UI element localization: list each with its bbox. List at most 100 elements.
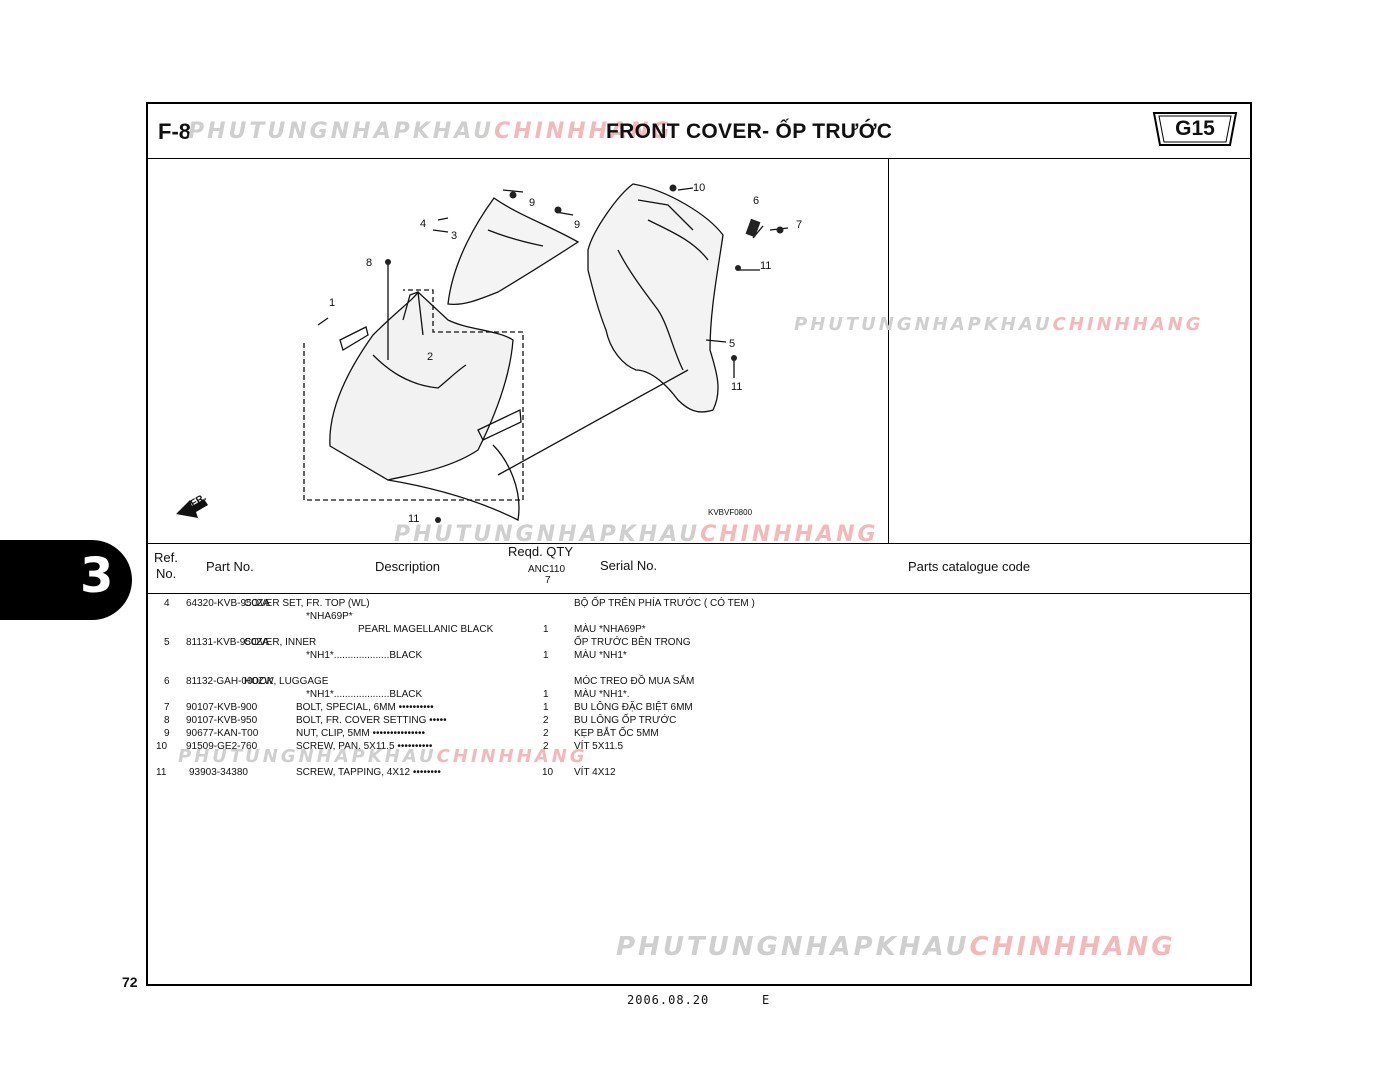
table-row[interactable]: 9 90677-KAN-T00 NUT, CLIP, 5MM •••••••••••… <box>148 728 1248 741</box>
col-description: Description <box>375 559 441 574</box>
part-number-cell: 90107-KVB-900 <box>186 702 258 713</box>
table-row[interactable]: PEARL MAGELLANIC BLACK 1 MÀU *NHA69P* <box>148 624 1248 637</box>
description-cell: SCREW, TAPPING, 4X12 •••••••• <box>296 767 441 778</box>
col-ref: Ref. <box>154 550 178 565</box>
col-no: No. <box>156 566 177 581</box>
callout-1: 1 <box>329 297 335 309</box>
callout-10: 10 <box>693 182 705 194</box>
description-cell: *NH1*....................BLACK <box>306 650 423 661</box>
description-cell: BOLT, SPECIAL, 6MM •••••••••• <box>296 702 434 713</box>
callout-5: 5 <box>729 338 735 350</box>
part-number-cell: 81131-KVB-950ZA <box>186 637 270 648</box>
part-number-cell: 90107-KVB-950 <box>186 715 258 726</box>
description-cell: HOOK, LUGGAGE <box>244 676 329 687</box>
vietnamese-name-cell: MÀU *NH1* <box>574 650 627 661</box>
edition-code: E <box>762 993 770 1007</box>
callout-9b: 9 <box>574 219 580 231</box>
section-tab[interactable]: 3 <box>0 540 132 620</box>
watermark-table-body: PHUTUNGNHAPKHAUCHINHHANG <box>178 746 588 767</box>
ref-cell: 11 <box>156 767 167 778</box>
callout-11c: 11 <box>408 513 419 525</box>
callout-7: 7 <box>796 219 802 231</box>
quantity-cell: 1 <box>543 702 549 713</box>
exploded-parts-diagram: 1 2 3 4 5 6 7 8 9 9 10 11 11 11 FR. KVBV… <box>148 160 888 544</box>
table-row[interactable]: *NHA69P* <box>148 611 1248 624</box>
figure-number: F-8 <box>158 119 191 144</box>
col-model-sub: 7 <box>545 575 551 586</box>
description-cell: *NHA69P* <box>306 611 353 622</box>
section-tab-number: 3 <box>80 548 114 604</box>
diagram-divider <box>888 158 889 544</box>
vietnamese-name-cell: BỘ ỐP TRÊN PHÍA TRƯỚC ( CÓ TEM ) <box>574 598 755 609</box>
col-catalogue-code: Parts catalogue code <box>908 559 1031 574</box>
parts-page-frame: F-8 PHUTUNGNHAPKHAUCHINHHANG FRONT COVER… <box>146 102 1252 986</box>
description-cell: SCREW, PAN, 5X11.5 •••••••••• <box>296 741 433 752</box>
callout-11a: 11 <box>760 260 771 272</box>
callout-8: 8 <box>366 257 372 269</box>
front-direction-label: FR. <box>189 492 209 510</box>
front-cover-illustration: 1 2 3 4 5 6 7 8 9 9 10 11 11 11 FR. KVBV… <box>176 182 802 525</box>
quantity-cell: 2 <box>543 728 549 739</box>
vietnamese-name-cell: ỐP TRƯỚC BÊN TRONG <box>574 637 691 648</box>
description-cell: BOLT, FR. COVER SETTING ••••• <box>296 715 447 726</box>
description-cell: COVER SET, FR. TOP (WL) <box>244 598 370 609</box>
description-cell: PEARL MAGELLANIC BLACK <box>358 624 494 635</box>
part-number-cell: 64320-KVB-950ZA <box>186 598 270 609</box>
callout-11b: 11 <box>731 381 742 393</box>
ref-cell: 4 <box>164 598 170 609</box>
ref-cell: 6 <box>164 676 170 687</box>
callout-2: 2 <box>427 351 433 363</box>
part-number-cell: 90677-KAN-T00 <box>186 728 259 739</box>
table-header-bottom-border <box>148 593 1250 594</box>
quantity-cell: 10 <box>542 767 554 778</box>
vietnamese-name-cell: KẸP BẮT ỐC 5MM <box>574 728 659 739</box>
callout-6: 6 <box>753 195 759 207</box>
revision-date: 2006.08.20 <box>627 993 710 1007</box>
ref-cell: 9 <box>164 728 170 739</box>
vietnamese-name-cell: MÓC TREO ĐỒ MUA SẮM <box>574 676 695 687</box>
group-code-badge: G15 <box>1152 110 1238 148</box>
ref-cell: 7 <box>164 702 170 713</box>
callout-4: 4 <box>420 218 426 230</box>
table-row[interactable]: *NH1*....................BLACK 1 MÀU *NH1* <box>148 650 1248 663</box>
watermark-diagram: PHUTUNGNHAPKHAUCHINHHANG <box>794 314 1204 335</box>
col-serial-no: Serial No. <box>600 558 658 573</box>
quantity-cell: 1 <box>543 689 549 700</box>
callout-3: 3 <box>451 230 457 242</box>
quantity-cell: 1 <box>543 650 549 661</box>
page-number: 72 <box>122 974 138 990</box>
vietnamese-name-cell: MÀU *NHA69P* <box>574 624 646 635</box>
table-row[interactable]: *NH1*....................BLACK 1 MÀU *NH1*… <box>148 689 1248 702</box>
diagram-code: KVBVF0800 <box>708 508 753 517</box>
ref-cell: 5 <box>164 637 170 648</box>
vietnamese-name-cell: VÍT 5X11.5 <box>574 741 624 752</box>
watermark-header: PHUTUNGNHAPKHAUCHINHHANG <box>188 119 673 144</box>
quantity-cell: 2 <box>543 741 549 752</box>
part-number-cell: 93903-34380 <box>189 767 248 778</box>
description-cell: *NH1*....................BLACK <box>306 689 423 700</box>
page-title: FRONT COVER- ỐP TRƯỚC <box>606 120 893 143</box>
group-code: G15 <box>1175 117 1215 140</box>
table-row[interactable]: 11 93903-34380 SCREW, TAPPING, 4X12 ••••••… <box>148 767 1248 780</box>
description-cell: NUT, CLIP, 5MM ••••••••••••••• <box>296 728 426 739</box>
watermark-footer: PHUTUNGNHAPKHAUCHINHHANG <box>616 932 1176 962</box>
col-reqd-qty: Reqd. QTY <box>508 544 574 559</box>
header-divider <box>148 158 1250 159</box>
quantity-cell: 1 <box>543 624 549 635</box>
callout-9a: 9 <box>529 197 535 209</box>
watermark-table-top: PHUTUNGNHAPKHAUCHINHHANG <box>394 522 879 547</box>
description-cell: COVER, INNER <box>244 637 317 648</box>
vietnamese-name-cell: BU LÔNG ỐP TRƯỚC <box>574 715 677 726</box>
table-row[interactable]: 7 90107-KVB-900 BOLT, SPECIAL, 6MM •••••••… <box>148 702 1248 715</box>
ref-cell: 10 <box>156 741 168 752</box>
col-model: ANC110 <box>528 564 566 575</box>
vietnamese-name-cell: MÀU *NH1*. <box>574 689 630 700</box>
col-part-no: Part No. <box>206 559 254 574</box>
vietnamese-name-cell: BU LÔNG ĐẶC BIỆT 6MM <box>574 702 693 713</box>
quantity-cell: 2 <box>543 715 549 726</box>
